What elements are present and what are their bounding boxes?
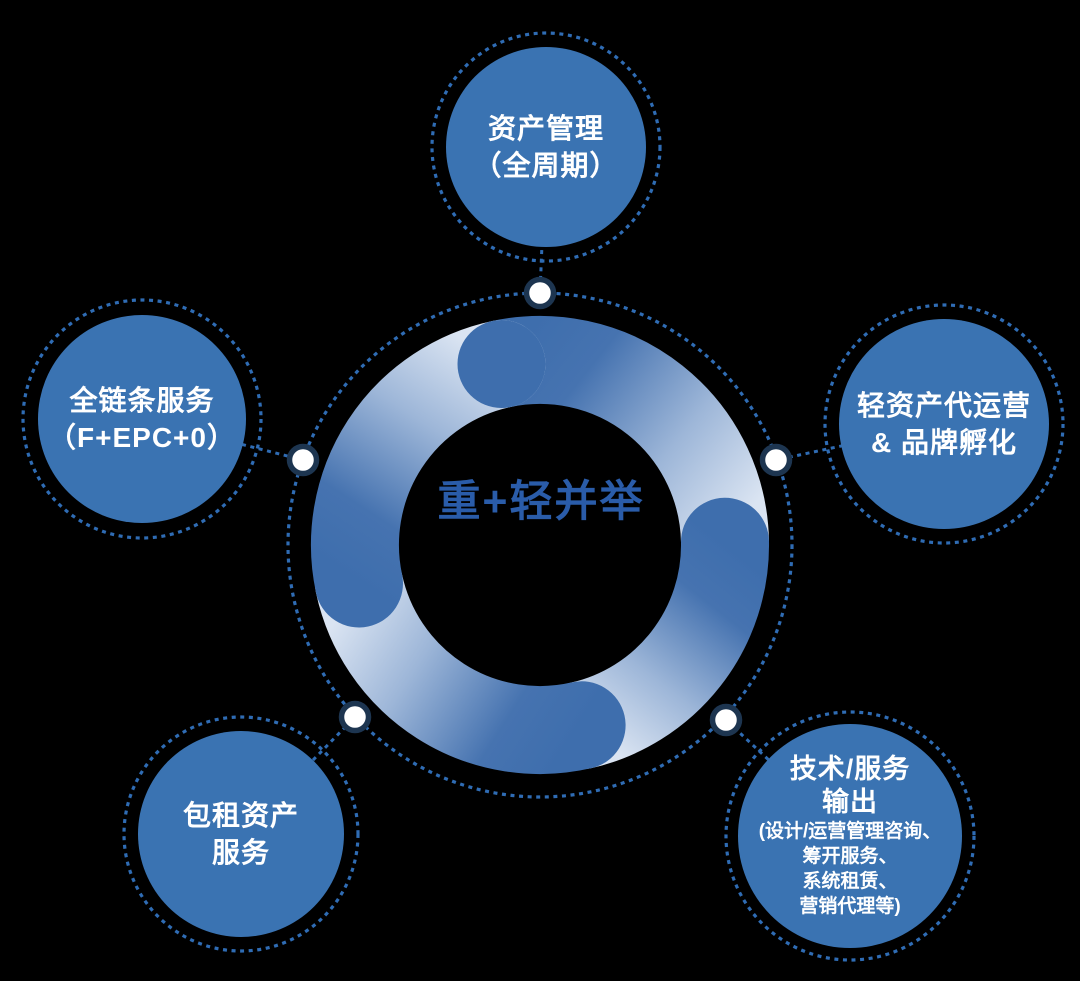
ring-arc-top-cap xyxy=(457,320,546,408)
satellite-sublabel-line: (设计/运营管理咨询、 xyxy=(758,821,942,842)
connector-line-top xyxy=(538,146,548,294)
ring-arc-top xyxy=(457,316,769,586)
satellite-label-line: 轻资产代运营 xyxy=(856,390,1031,421)
dashed-ring-bottom-right xyxy=(724,710,976,962)
satellite-sublabel-line: 系统租赁、 xyxy=(802,871,898,892)
satellite-tech-service-output: 技术/服务 输出 (设计/运营管理咨询、 筹开服务、 系统租赁、 营销代理等) xyxy=(738,724,962,948)
node-bottom-right xyxy=(709,703,743,737)
satellite-label-line: 服务 xyxy=(211,837,270,868)
center-title: 重+轻并举 xyxy=(437,478,645,526)
satellite-light-asset-operation: 轻资产代运营 & 品牌孵化 xyxy=(839,319,1049,529)
dashed-ring-left xyxy=(21,298,263,540)
satellite-full-chain-service: 全链条服务 （F+EPC+0） xyxy=(38,315,246,523)
node-bottom-left xyxy=(338,700,372,734)
node-top xyxy=(523,276,557,310)
satellite-label-line: （全周期） xyxy=(473,150,619,181)
satellite-label-line: 输出 xyxy=(822,787,878,817)
dashed-ring-right xyxy=(823,303,1065,545)
node-right xyxy=(759,443,793,477)
satellite-label-line: 技术/服务 xyxy=(789,754,911,784)
satellite-label-line: 包租资产 xyxy=(182,800,299,831)
satellite-leased-asset-service: 包租资产 服务 xyxy=(138,731,344,937)
node-left xyxy=(286,443,320,477)
dashed-ring-top xyxy=(430,31,662,263)
dashed-ring-bottom-left xyxy=(122,715,360,953)
satellite-label-line: 全链条服务 xyxy=(69,385,215,416)
satellite-sublabel-line: 营销代理等) xyxy=(799,896,901,917)
satellite-label-line: 资产管理 xyxy=(487,113,604,144)
satellite-sublabel-line: 筹开服务、 xyxy=(802,846,898,867)
satellite-asset-management: 资产管理 （全周期） xyxy=(446,47,646,247)
satellite-label-line: （F+EPC+0） xyxy=(48,422,236,453)
satellite-label-line: & 品牌孵化 xyxy=(870,427,1017,458)
